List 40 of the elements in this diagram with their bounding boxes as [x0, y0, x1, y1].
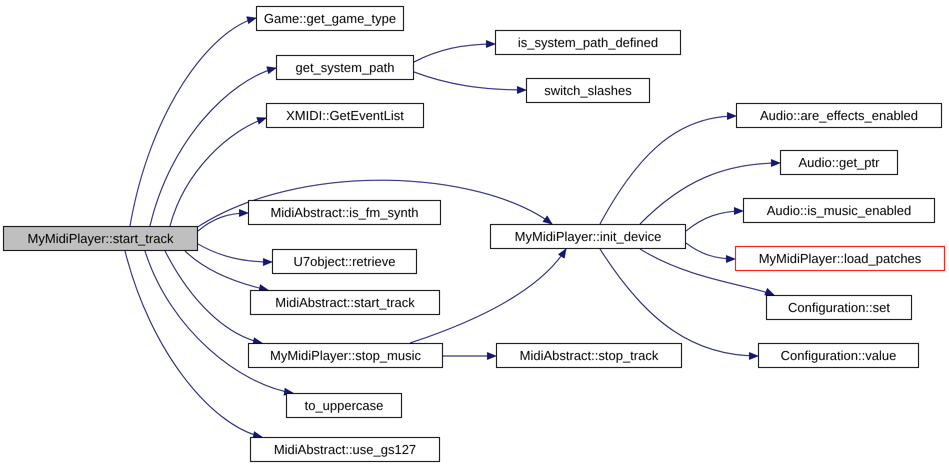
call-arrow: [144, 250, 294, 395]
function-box: MyMidiPlayer::stop_music: [248, 343, 443, 368]
function-box: MyMidiPlayer::init_device: [490, 224, 686, 249]
function-box: to_uppercase: [286, 393, 402, 418]
function-box: MyMidiPlayer::start_track: [3, 226, 198, 251]
call-arrow: [410, 248, 567, 344]
call-arrow: [198, 244, 273, 266]
call-arrow: [414, 40, 496, 62]
call-arrow: [600, 248, 759, 360]
call-arrow: [150, 67, 277, 226]
function-box: Configuration::value: [758, 343, 919, 368]
call-arrow: [130, 17, 257, 226]
function-box: switch_slashes: [526, 78, 650, 103]
function-box: U7object::retrieve: [272, 249, 417, 274]
call-arrow: [170, 118, 267, 226]
function-box: Audio::get_ptr: [780, 150, 898, 175]
function-box: MyMidiPlayer::load_patches: [735, 246, 945, 271]
call-arrow: [414, 72, 527, 94]
call-arrow: [164, 250, 263, 344]
function-box: Game::get_game_type: [256, 6, 404, 31]
function-box: MidiAbstract::start_track: [250, 290, 440, 315]
function-box: MidiAbstract::use_gs127: [250, 437, 440, 462]
function-box: Audio::are_effects_enabled: [736, 103, 942, 128]
function-box: get_system_path: [276, 55, 414, 80]
function-box: is_system_path_defined: [495, 30, 681, 55]
call-arrow: [196, 180, 553, 228]
call-arrow: [442, 352, 497, 360]
call-arrow: [686, 207, 744, 232]
call-arrow: [184, 250, 269, 292]
function-box: MidiAbstract::stop_track: [496, 343, 682, 368]
call-arrow: [686, 242, 736, 263]
function-box: Configuration::set: [766, 295, 912, 320]
function-box: Audio::is_music_enabled: [743, 198, 935, 223]
call-arrow: [198, 209, 249, 232]
call-arrow: [640, 159, 781, 224]
call-arrow: [600, 112, 737, 224]
call-arrow: [640, 248, 775, 296]
function-box: XMIDI::GetEventList: [266, 103, 424, 128]
call-arrow: [124, 250, 263, 438]
function-box: MidiAbstract::is_fm_synth: [248, 200, 441, 225]
